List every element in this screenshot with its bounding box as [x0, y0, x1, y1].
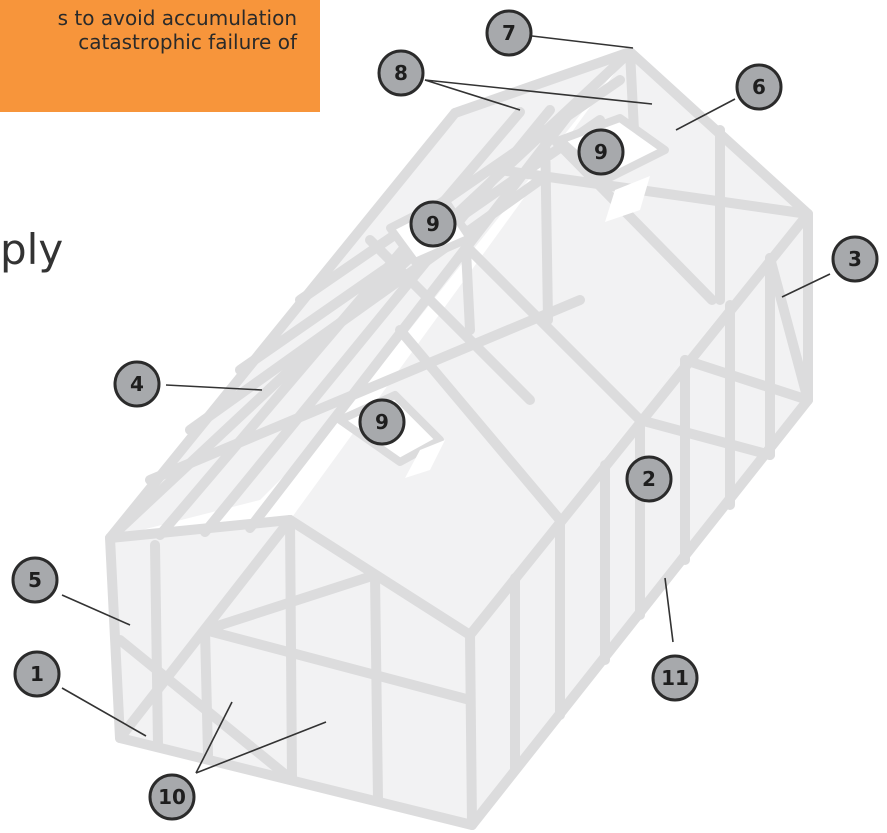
heading-fragment: ply [0, 225, 64, 274]
leader-line-11 [664, 577, 674, 643]
badge-11-label: 11 [661, 666, 689, 690]
badge-10-label: 10 [158, 785, 186, 809]
badge-9-lower-label: 9 [375, 410, 389, 434]
leader-line-10b [195, 721, 327, 774]
badge-10: 10 [148, 773, 196, 821]
callout-box: s to avoid accumulation catastrophic fai… [0, 0, 320, 112]
badge-2: 2 [625, 455, 673, 503]
badge-9-upper: 9 [577, 128, 625, 176]
leader-line-7 [531, 35, 634, 49]
badge-11: 11 [651, 654, 699, 702]
badge-8: 8 [377, 49, 425, 97]
badge-7-label: 7 [502, 21, 516, 45]
leader-line-8a [424, 79, 521, 111]
badge-4: 4 [113, 360, 161, 408]
badge-9-upper-label: 9 [594, 140, 608, 164]
leader-line-3 [781, 273, 831, 298]
badge-9-lower: 9 [358, 398, 406, 446]
badge-6-label: 6 [752, 75, 766, 99]
badge-7: 7 [485, 9, 533, 57]
badge-5: 5 [11, 556, 59, 604]
badge-1-label: 1 [30, 662, 44, 686]
leader-lines [61, 35, 831, 774]
callout-line-1: s to avoid accumulation [57, 6, 297, 30]
badge-2-label: 2 [642, 467, 656, 491]
leader-line-4 [165, 384, 263, 391]
badge-8-label: 8 [394, 61, 408, 85]
leader-line-8b [424, 79, 653, 105]
badge-3-label: 3 [848, 247, 862, 271]
badge-9-middle: 9 [409, 200, 457, 248]
badge-9-middle-label: 9 [426, 212, 440, 236]
number-badges: 7 8 6 9 9 3 4 9 [11, 9, 879, 821]
leader-line-1 [61, 687, 147, 737]
badge-3: 3 [831, 235, 879, 283]
vent-openings [405, 176, 650, 478]
callout-line-2: catastrophic failure of [78, 30, 297, 54]
leader-line-10a [195, 701, 233, 774]
badge-5-label: 5 [28, 568, 42, 592]
badge-4-label: 4 [130, 372, 144, 396]
leader-line-5 [61, 594, 131, 626]
badge-6: 6 [735, 63, 783, 111]
badge-1: 1 [13, 650, 61, 698]
leader-line-6 [675, 98, 736, 131]
greenhouse-frame [105, 47, 813, 830]
